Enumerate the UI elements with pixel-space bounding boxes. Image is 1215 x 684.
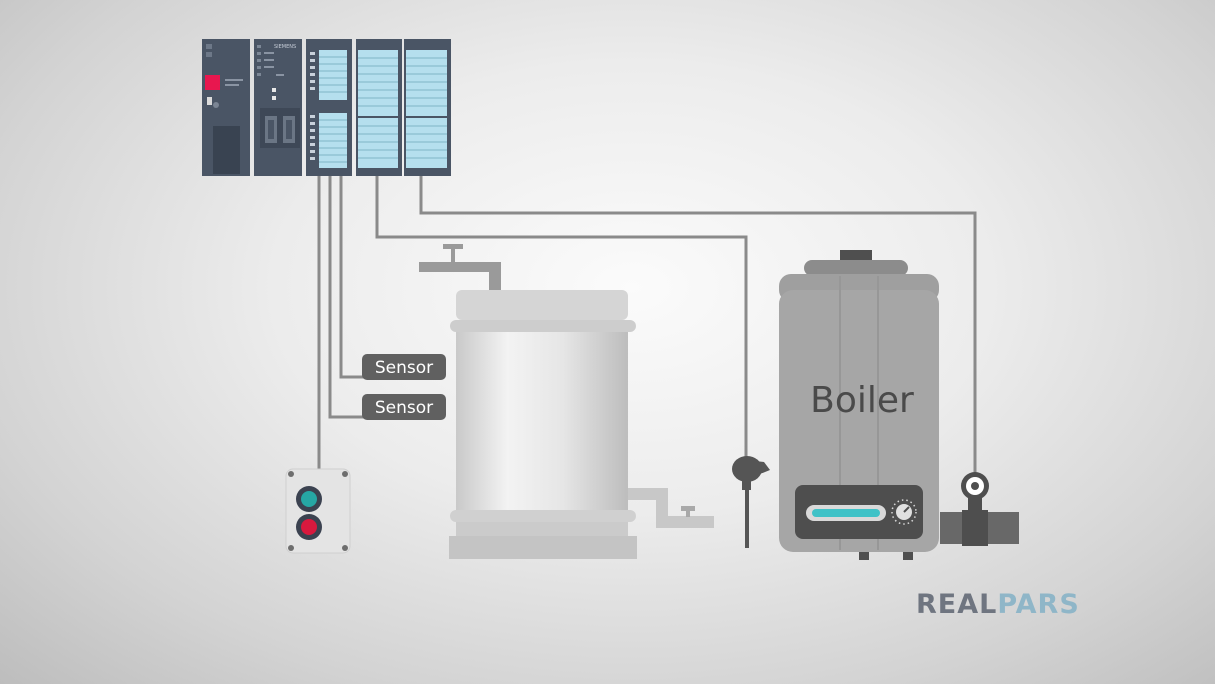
sensor-label-2[interactable]: Sensor bbox=[362, 394, 446, 420]
sensor-label-1-text: Sensor bbox=[375, 358, 433, 378]
wiring bbox=[317, 175, 977, 480]
wire-to-pressure-transmitter bbox=[419, 175, 977, 480]
start-button[interactable] bbox=[296, 486, 322, 512]
realpars-logo: REALPARS bbox=[916, 590, 1080, 620]
storage-tank bbox=[449, 290, 637, 559]
pressure-transmitter bbox=[940, 472, 1019, 546]
plc-brand-label: SIEMENS bbox=[274, 44, 296, 50]
power-switch-led bbox=[205, 75, 220, 90]
temperature-probe bbox=[732, 456, 770, 548]
inlet-pipe bbox=[419, 244, 501, 292]
wire-to-sensor-2 bbox=[328, 175, 365, 419]
sensor-label-1[interactable]: Sensor bbox=[362, 354, 446, 380]
plc-cpu-module bbox=[254, 39, 302, 176]
plc-rack: SIEMENS bbox=[202, 39, 451, 176]
wire-to-sensor-1 bbox=[339, 175, 365, 379]
boiler: Boiler bbox=[779, 250, 939, 560]
pushbutton-station bbox=[285, 468, 351, 554]
logo-text-real: REAL bbox=[916, 589, 998, 620]
sensor-label-2-text: Sensor bbox=[375, 398, 433, 418]
outlet-pipe bbox=[628, 488, 714, 528]
boiler-temperature-knob[interactable] bbox=[891, 499, 917, 525]
boiler-level-indicator bbox=[812, 509, 880, 517]
boiler-label: Boiler bbox=[810, 380, 914, 421]
wire-to-temperature-probe bbox=[375, 175, 748, 460]
stop-button[interactable] bbox=[296, 514, 322, 540]
logo-text-pars: PARS bbox=[997, 589, 1080, 620]
